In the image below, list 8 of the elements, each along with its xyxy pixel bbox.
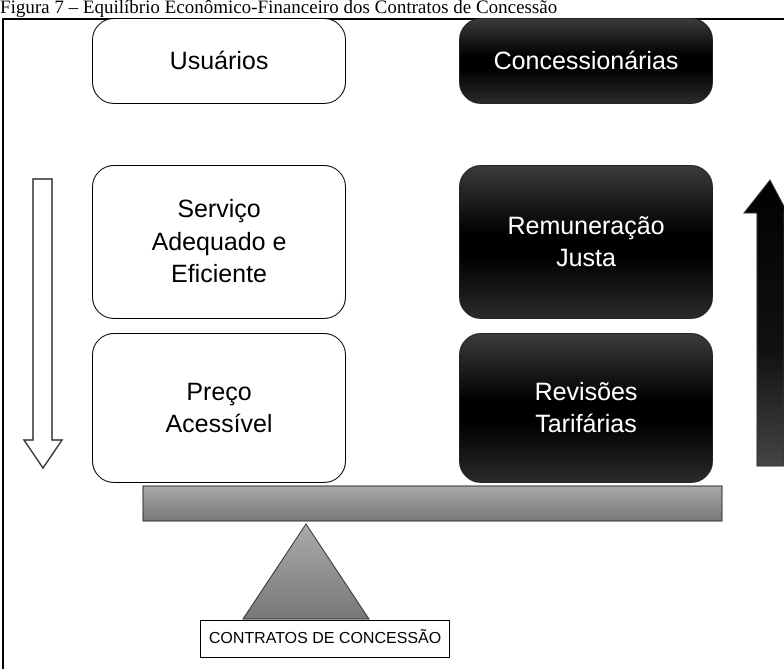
figure-title: Figura 7 – Equilíbrio Econômico-Financeiro dos Contratos de Concessão [0, 0, 558, 19]
text-box: Remuneração Justa [459, 165, 713, 319]
text-box: Usuários [92, 18, 346, 104]
text-box: Revisões Tarifárias [459, 333, 713, 483]
label-box: CONTRATOS DE CONCESSÃO [200, 620, 450, 658]
text-box: Serviço Adequado e Eficiente [92, 165, 346, 319]
text-box: Preço Acessível [92, 333, 346, 483]
text-box: Concessionárias [459, 18, 713, 104]
